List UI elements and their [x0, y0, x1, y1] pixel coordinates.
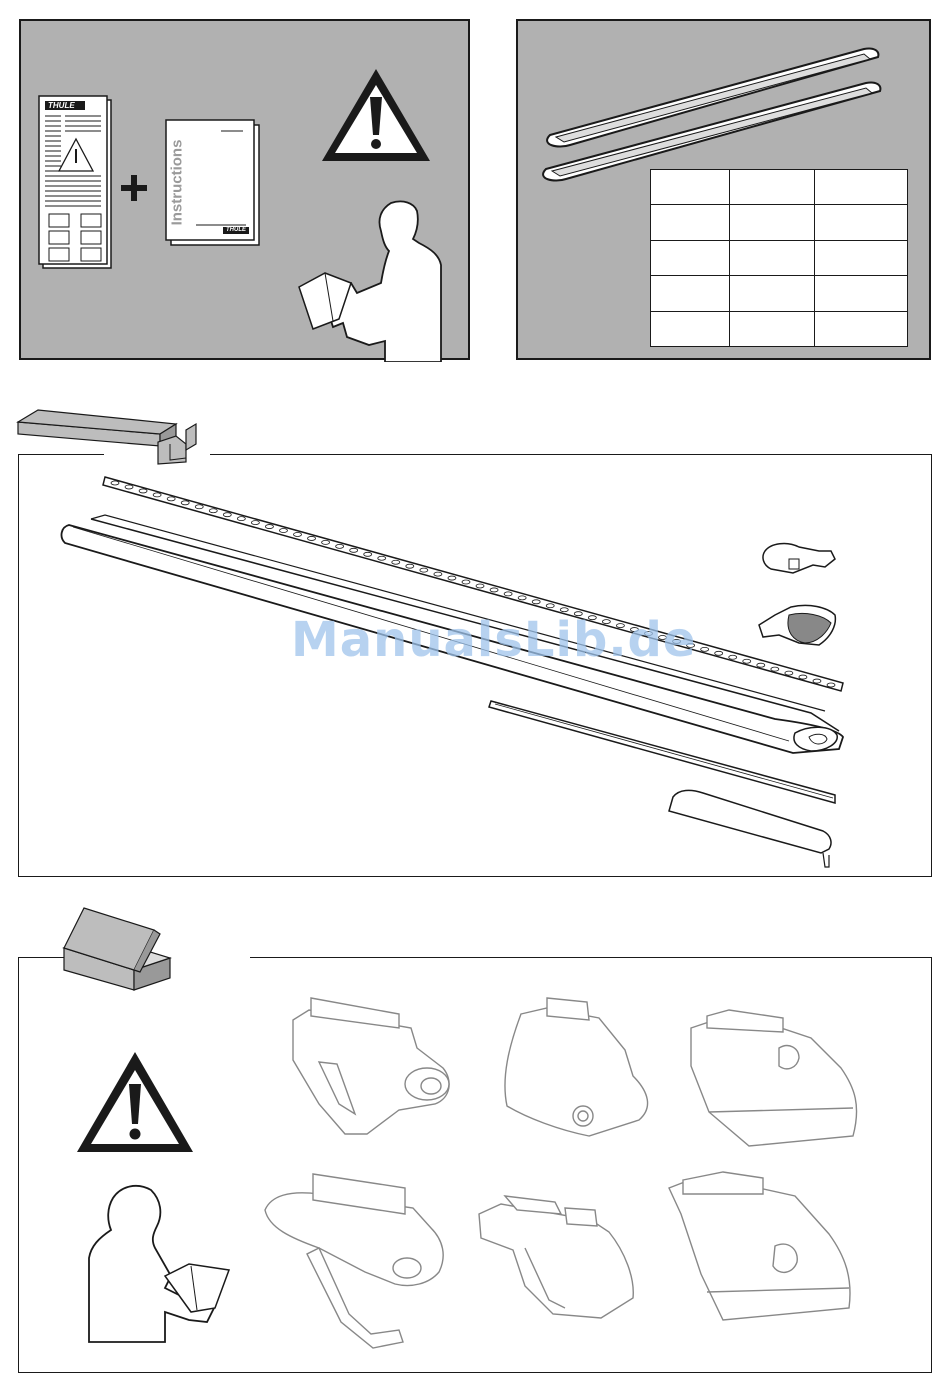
bar-clip-bottom [759, 605, 835, 645]
strip-hole [462, 580, 470, 584]
bar-clip-top [763, 544, 835, 573]
strip-hole [490, 588, 498, 592]
strip-hole [237, 517, 245, 521]
foot-pack-6 [669, 1172, 850, 1320]
documents-illustration [21, 21, 472, 362]
strip-hole [181, 501, 189, 505]
strip-hole [701, 647, 709, 651]
rubber-strip [489, 701, 835, 803]
watermark: ManualsLib.de [291, 612, 696, 668]
end-cap [669, 790, 831, 867]
strip-hole [434, 572, 442, 576]
leaflet-brand: THULE [48, 101, 75, 110]
strip-hole [406, 564, 414, 568]
strip-hole [715, 651, 723, 655]
strip-hole [743, 659, 751, 663]
strip-hole [265, 525, 273, 529]
strip-hole [125, 485, 133, 489]
strip-hole [251, 521, 259, 525]
table-row [651, 205, 908, 240]
strip-hole [504, 592, 512, 596]
strip-hole [729, 655, 737, 659]
foot-pack-4 [265, 1174, 443, 1348]
warning-triangle-icon [322, 69, 430, 161]
documents-panel: THULE Instructions THULE [19, 19, 470, 360]
strip-hole [827, 683, 835, 687]
strip-hole [448, 576, 456, 580]
foot-pack-3 [691, 1010, 857, 1146]
strip-hole [378, 556, 386, 560]
table-row [651, 240, 908, 275]
strip-hole [322, 540, 330, 544]
table-row [651, 170, 908, 205]
foot-packs-illustration [19, 958, 933, 1374]
foot-pack-2 [505, 998, 648, 1136]
strip-hole [294, 532, 302, 536]
strip-hole [139, 489, 147, 493]
strip-hole [813, 679, 821, 683]
booklet-brand: THULE [226, 227, 246, 233]
plus-icon [121, 175, 147, 201]
strip-hole [209, 509, 217, 513]
strip-hole [350, 548, 358, 552]
strip-hole [364, 552, 372, 556]
booklet-title: Instructions [169, 123, 186, 243]
strip-hole [771, 667, 779, 671]
strip-hole [153, 493, 161, 497]
strip-hole [532, 600, 540, 604]
foot-pack-1 [293, 998, 449, 1134]
safety-leaflet [39, 96, 111, 268]
strip-hole [223, 513, 231, 517]
strip-hole [799, 675, 807, 679]
strip-hole [476, 584, 484, 588]
bar-size-table [650, 169, 908, 347]
strip-hole [546, 604, 554, 608]
person-reading-icon [89, 1186, 229, 1342]
foot-packs-panel [18, 957, 932, 1373]
strip-hole [785, 671, 793, 675]
strip-hole [420, 568, 428, 572]
foot-pack-5 [479, 1196, 633, 1318]
strip-hole [195, 505, 203, 509]
strip-hole [111, 481, 119, 485]
strip-hole [336, 544, 344, 548]
strip-hole [279, 529, 287, 533]
strip-hole [308, 536, 316, 540]
strip-hole [167, 497, 175, 501]
bar-box-icon [10, 400, 210, 470]
person-reading-icon [299, 201, 441, 362]
strip-hole [518, 596, 526, 600]
strip-hole [757, 663, 765, 667]
table-row [651, 276, 908, 311]
table-row [651, 311, 908, 346]
kit-box-icon [50, 900, 250, 996]
strip-hole [392, 560, 400, 564]
warning-triangle-icon [77, 1052, 193, 1152]
